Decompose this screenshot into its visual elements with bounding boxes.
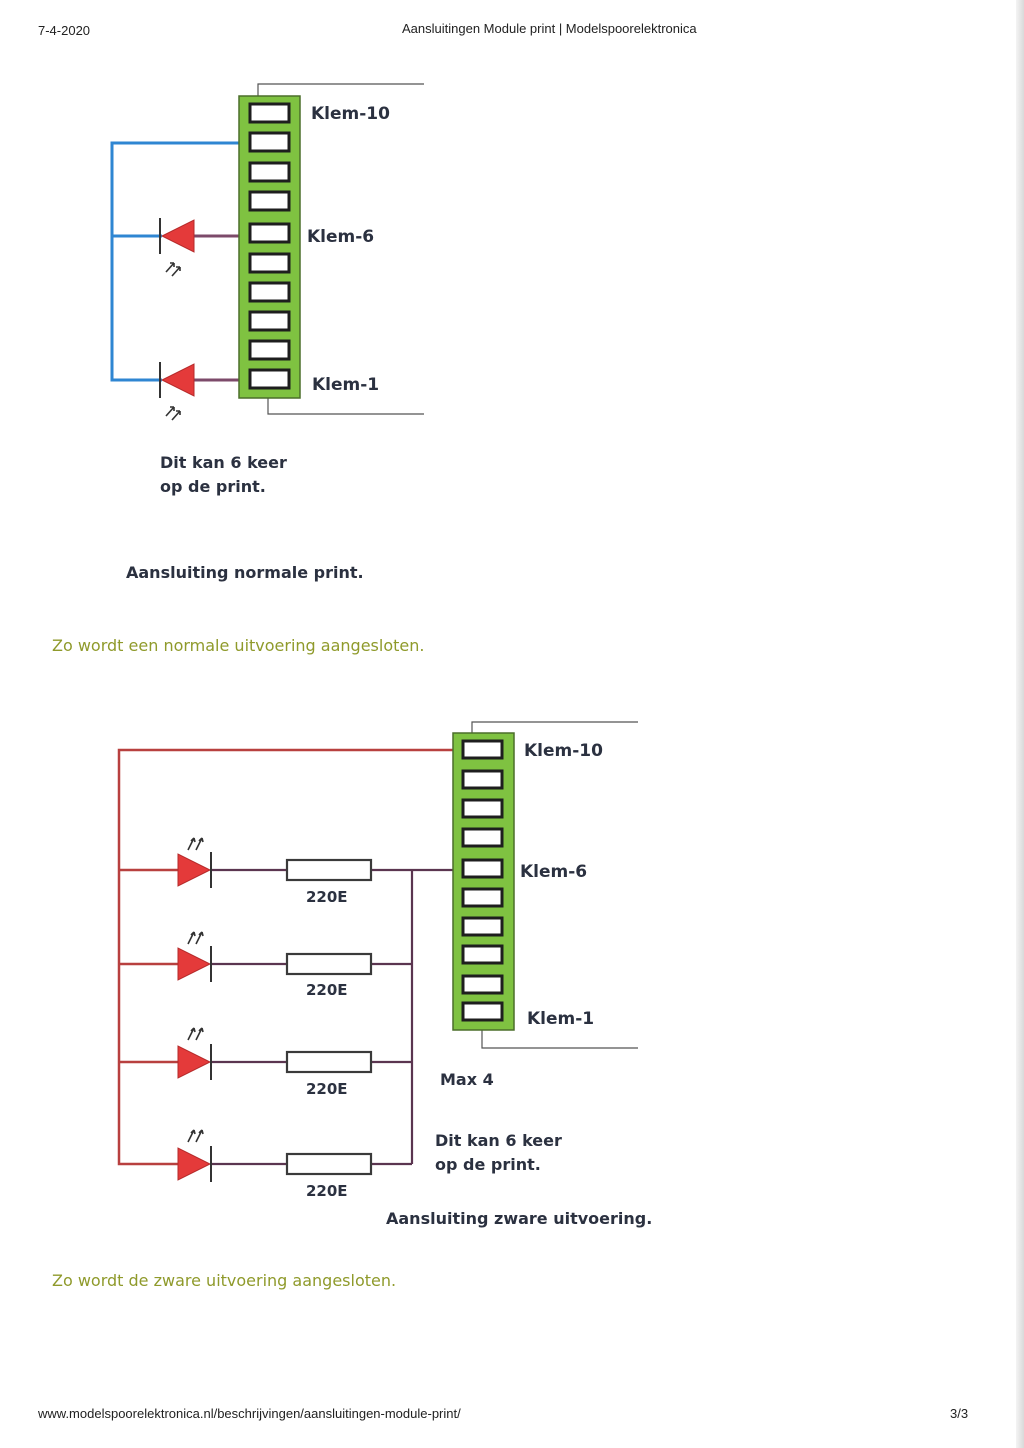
note-line-2: op de print. (160, 477, 266, 496)
scan-edge (1016, 0, 1024, 1448)
frame-lines (257, 83, 424, 415)
led-diode-icon (177, 1027, 212, 1080)
resistor-label-4: 220E (306, 1182, 348, 1200)
resistor-icon (285, 858, 373, 1176)
led-diode-icon (177, 1129, 212, 1182)
terminal-slots (461, 739, 504, 1022)
header-date: 7-4-2020 (38, 23, 91, 38)
wire-blue (110, 141, 240, 382)
diagram-title: Aansluiting zware uitvoering. (386, 1209, 652, 1228)
max-label: Max 4 (440, 1070, 494, 1089)
led-diode-icon (177, 931, 212, 982)
terminal-label-top: Klem-10 (524, 741, 603, 761)
caption-normal: Zo wordt een normale uitvoering aangeslo… (52, 636, 425, 655)
wire-return (210, 868, 462, 1166)
led-diode-icon (159, 218, 195, 277)
wire-red (117, 748, 462, 1166)
note-line-2: op de print. (435, 1155, 541, 1174)
led-diode-icon (159, 362, 195, 421)
terminal-label-middle: Klem-6 (520, 862, 587, 882)
note-line-1: Dit kan 6 keer (435, 1131, 562, 1150)
note-line-1: Dit kan 6 keer (160, 453, 287, 472)
terminal-label-top: Klem-10 (311, 104, 390, 124)
resistor-label-1: 220E (306, 888, 348, 906)
diagram-heavy: 220E 220E 220E 220E Klem-10 Klem-6 Klem-… (117, 721, 652, 1228)
diagram-normal: Klem-10 Klem-6 Klem-1 Dit kan 6 keer op … (110, 83, 424, 582)
terminal-label-middle: Klem-6 (307, 227, 374, 247)
footer-page-number: 3/3 (950, 1406, 969, 1421)
led-diode-icon (177, 837, 212, 888)
terminal-label-bottom: Klem-1 (312, 375, 379, 395)
resistor-label-3: 220E (306, 1080, 348, 1098)
resistor-label-2: 220E (306, 981, 348, 999)
caption-heavy: Zo wordt de zware uitvoering aangesloten… (52, 1271, 397, 1290)
frame-lines (471, 721, 638, 1049)
terminal-label-bottom: Klem-1 (527, 1009, 594, 1029)
header-title: Aansluitingen Module print | Modelspoore… (402, 21, 697, 36)
footer-url-link[interactable]: www.modelspoorelektronica.nl/beschrijvin… (38, 1406, 461, 1421)
terminal-slots (248, 102, 291, 390)
diagram-title: Aansluiting normale print. (126, 563, 364, 582)
